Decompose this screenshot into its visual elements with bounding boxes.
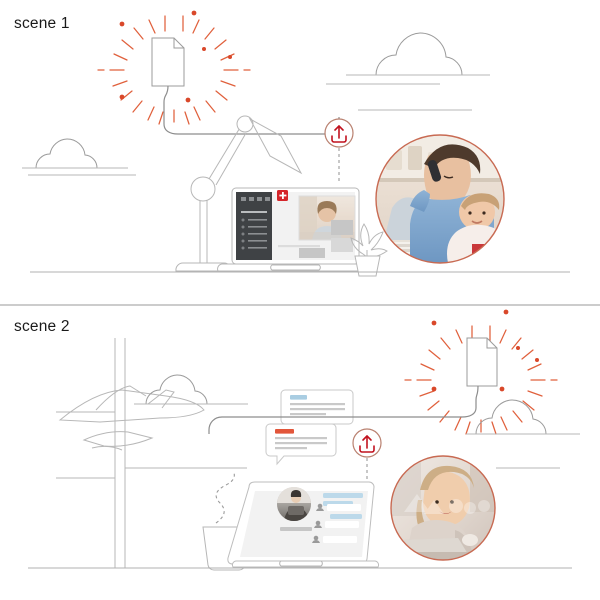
tablet-message-bars-2 (323, 493, 363, 519)
sidebar-top-dots-1 (241, 197, 270, 201)
burst-dots-2 (431, 309, 539, 392)
tablet-2 (227, 481, 380, 568)
thumbnail-tile-a-1 (331, 220, 353, 235)
scene-1-label: scene 1 (14, 15, 70, 32)
laptop-1 (217, 187, 374, 272)
thumbnail-tile-b-1 (331, 238, 353, 252)
burst-document-icon-1 (97, 10, 251, 125)
photo-circle-1 (375, 134, 505, 264)
photo-circle-2 (390, 455, 496, 561)
contact-row (314, 520, 359, 528)
tablet-avatar-2 (277, 487, 311, 521)
chat-bubble-bottom-2[interactable] (265, 423, 337, 466)
cloud-right-1 (326, 32, 490, 111)
scene-2-group (28, 309, 580, 571)
contact-row (316, 503, 361, 511)
desk-lamp-1 (175, 115, 303, 272)
burst-document-icon-2 (404, 309, 558, 435)
connector-wire-2 (208, 385, 479, 434)
airplane-outline-2 (58, 385, 205, 451)
document-shape-2 (466, 337, 498, 387)
cloud-left-2 (134, 374, 248, 405)
upload-badge-2[interactable] (352, 428, 382, 458)
document-fold-1 (173, 38, 184, 49)
cloud-right-2 (466, 399, 580, 469)
alert-badge-1[interactable] (277, 190, 288, 201)
burst-dots-1 (119, 10, 232, 103)
window-frame-2 (56, 338, 247, 568)
sidebar-menu-1 (241, 218, 267, 250)
document-shape-1 (151, 37, 185, 87)
burst-rays-1 (97, 15, 251, 125)
cloud-left-1 (22, 138, 136, 176)
contact-row (312, 535, 357, 543)
tablet-contact-rows-2 (312, 503, 361, 543)
potted-plant-1 (350, 223, 388, 277)
document-fold-2 (486, 338, 497, 349)
scene-2-label: scene 2 (14, 318, 70, 335)
upload-badge-1[interactable] (324, 118, 354, 148)
scene-1-group (22, 10, 570, 277)
burst-rays-2 (404, 325, 558, 435)
